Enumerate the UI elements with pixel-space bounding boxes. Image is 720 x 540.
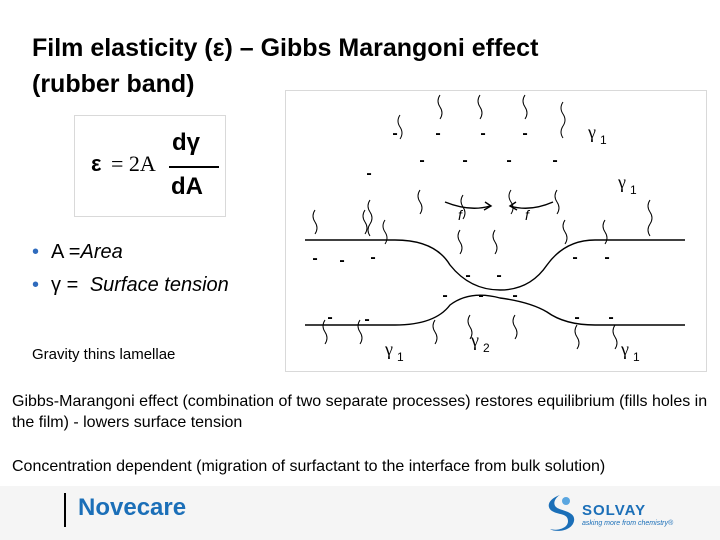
gamma-subscript: 1 bbox=[397, 350, 404, 364]
gamma-subscript: 2 bbox=[483, 341, 490, 355]
minus-sign: - bbox=[366, 165, 371, 182]
slide-title: Film elasticity (ε) – Gibbs Marangoni ef… bbox=[32, 30, 652, 102]
force-label-right: f bbox=[525, 207, 531, 223]
elasticity-formula: ε = 2A dγ dA bbox=[74, 115, 226, 217]
marangoni-diagram: - - - - - - - - - - - - - - - - - - - - … bbox=[305, 94, 685, 364]
minus-sign: - bbox=[512, 287, 517, 304]
novecare-logo: Novecare bbox=[78, 494, 187, 521]
minus-sign: - bbox=[327, 309, 332, 326]
minus-sign: - bbox=[442, 287, 447, 304]
minus-sign: - bbox=[496, 267, 501, 284]
minus-sign: - bbox=[574, 309, 579, 326]
title-line-2: (rubber band) bbox=[32, 70, 195, 98]
footer-divider bbox=[64, 493, 66, 527]
minus-sign: - bbox=[392, 125, 397, 142]
minus-sign: - bbox=[370, 249, 375, 266]
solvay-wordmark: SOLVAY bbox=[582, 502, 647, 519]
minus-sign: - bbox=[608, 309, 613, 326]
title-line-1: Film elasticity (ε) – Gibbs Marangoni ef… bbox=[32, 34, 539, 62]
surfactant-tails-top bbox=[312, 94, 653, 350]
minus-sign: - bbox=[462, 152, 467, 169]
minus-sign: - bbox=[552, 152, 557, 169]
solvay-tagline: asking more from chemistry® bbox=[582, 520, 674, 527]
formula-epsilon: ε bbox=[91, 151, 102, 176]
gamma-label: γ bbox=[617, 172, 626, 192]
formula-numerator: dγ bbox=[172, 129, 201, 156]
definition-list: • A = Area • γ = Surface tension bbox=[32, 236, 229, 302]
gamma-label: γ bbox=[470, 330, 479, 350]
minus-sign: - bbox=[339, 252, 344, 269]
marangoni-paragraph: Gibbs-Marangoni effect (combination of t… bbox=[12, 393, 708, 431]
minus-sign: - bbox=[480, 125, 485, 142]
formula-equals-2a: = 2A bbox=[111, 151, 156, 176]
gamma-subscript: 1 bbox=[633, 350, 640, 364]
bullet-area-value: Area bbox=[80, 241, 123, 263]
minus-sign: - bbox=[465, 267, 470, 284]
footer-bar bbox=[0, 486, 720, 540]
gamma-label: γ bbox=[384, 339, 393, 359]
bullet-dot: • bbox=[32, 241, 40, 263]
bullet-area: • A = Area bbox=[32, 236, 229, 269]
minus-sign: - bbox=[435, 125, 440, 142]
bullet-area-label: A = bbox=[51, 241, 81, 263]
minus-sign: - bbox=[419, 152, 424, 169]
gamma-subscript: 1 bbox=[630, 183, 637, 197]
minus-sign: - bbox=[604, 249, 609, 266]
formula-denominator: dA bbox=[171, 173, 203, 200]
gamma-label: γ bbox=[587, 122, 596, 142]
bullet-gamma-label: γ = bbox=[51, 274, 84, 296]
bullet-surface-tension: • γ = Surface tension bbox=[32, 269, 229, 302]
minus-sign: - bbox=[572, 249, 577, 266]
gravity-note: Gravity thins lamellae bbox=[32, 346, 176, 363]
minus-sign: - bbox=[478, 287, 483, 304]
bullet-gamma-value: Surface tension bbox=[89, 274, 229, 296]
force-arrows bbox=[444, 201, 554, 211]
film-surfaces bbox=[305, 239, 685, 326]
solvay-logo-icon bbox=[548, 495, 575, 531]
surfactant-heads: - - - - - - - - - - - - - - - - - - - - … bbox=[312, 125, 613, 328]
concentration-paragraph: Concentration dependent (migration of su… bbox=[12, 458, 606, 475]
minus-sign: - bbox=[312, 250, 317, 267]
minus-sign: - bbox=[522, 125, 527, 142]
minus-sign: - bbox=[506, 152, 511, 169]
gamma-labels: γ 1 γ 1 γ 1 γ 2 γ 1 bbox=[384, 122, 640, 364]
gamma-label: γ bbox=[620, 339, 629, 359]
gamma-subscript: 1 bbox=[600, 133, 607, 147]
diagram-frame bbox=[285, 90, 707, 372]
force-label-left: f bbox=[458, 207, 464, 223]
bullet-dot: • bbox=[32, 274, 40, 296]
force-labels: f f bbox=[458, 207, 531, 223]
minus-sign: - bbox=[364, 311, 369, 328]
formula-fraction-bar bbox=[169, 166, 219, 168]
